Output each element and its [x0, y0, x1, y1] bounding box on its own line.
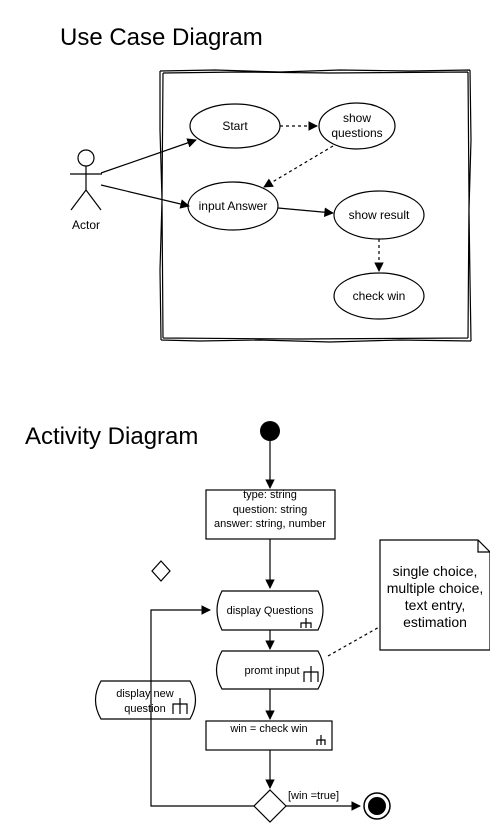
use-case-input-answer-label: input Answer	[199, 199, 268, 213]
use-case-show-result[interactable]: show result	[333, 190, 425, 240]
edge-show-questions-input-answer	[263, 145, 334, 188]
use-case-check-win-label: check win	[353, 289, 406, 303]
initial-node	[260, 421, 280, 441]
edge-actor-start	[100, 138, 197, 174]
data-box-line2: question: string	[233, 504, 308, 516]
data-box-line1: type: string	[243, 489, 297, 501]
use-case-show-questions-line2: questions	[331, 126, 382, 140]
note-line1: single choice,	[393, 563, 478, 579]
use-case-start[interactable]: Start	[189, 103, 281, 149]
use-case-start-label: Start	[222, 119, 248, 133]
rake-icon	[300, 618, 312, 628]
note-link	[327, 625, 382, 657]
final-node	[363, 792, 391, 820]
use-case-check-win[interactable]: check win	[333, 272, 425, 320]
action-display-questions-label: display Questions	[227, 605, 314, 617]
use-case-show-result-label: show result	[349, 208, 410, 222]
decision-diamond	[253, 789, 287, 823]
action-display-questions[interactable]: display Questions	[216, 590, 324, 631]
action-display-new-question-line1: display new	[116, 688, 174, 700]
actor-label: Actor	[72, 218, 100, 232]
action-prompt-input[interactable]: promt input	[215, 650, 325, 690]
edge-actor-input-answer	[100, 184, 190, 209]
guard-win-true: [win =true]	[288, 790, 339, 802]
action-display-new-question-line2: question	[124, 703, 166, 715]
use-case-title: Use Case Diagram	[60, 24, 263, 51]
action-check-win[interactable]: win = check win	[205, 720, 333, 751]
note-line2: multiple choice,	[387, 580, 484, 596]
actor-head	[77, 149, 95, 167]
use-case-show-questions[interactable]: show questions	[318, 102, 396, 150]
note-line3: text entry,	[405, 597, 465, 613]
actor-left-leg	[70, 189, 87, 211]
rake-icon	[303, 666, 319, 682]
action-check-win-label: win = check win	[229, 723, 307, 735]
data-object-box[interactable]: type: string question: string answer: st…	[205, 489, 336, 540]
use-case-show-questions-line1: show	[343, 111, 371, 125]
actor-right-leg	[85, 189, 102, 211]
action-prompt-input-label: promt input	[244, 665, 299, 677]
use-case-input-answer[interactable]: input Answer	[187, 181, 279, 231]
rake-icon	[172, 698, 188, 714]
rake-icon	[316, 735, 326, 745]
edge-loop-back	[150, 605, 254, 807]
activity-title: Activity Diagram	[25, 423, 198, 450]
note-question-types: single choice, multiple choice, text ent…	[379, 539, 490, 651]
small-decision-diamond	[151, 560, 171, 582]
actor-figure	[70, 149, 102, 211]
note-line4: estimation	[403, 614, 467, 630]
action-display-new-question[interactable]: display new question	[94, 680, 197, 720]
data-box-line3: answer: string, number	[214, 518, 326, 530]
edge-input-answer-show-result	[277, 207, 334, 217]
